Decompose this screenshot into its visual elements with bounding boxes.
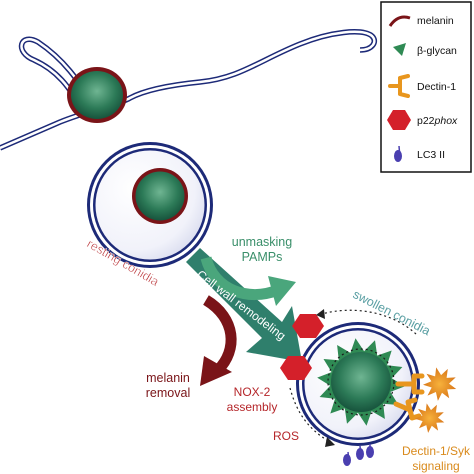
- ros-dotted-arrow: [289, 387, 335, 447]
- legend-melanin-label: melanin: [417, 15, 454, 27]
- nox2-label: NOX-2: [234, 385, 271, 399]
- syk-signaling-burst: [415, 403, 445, 433]
- ros-label: ROS: [273, 429, 299, 443]
- legend-p22phox-italic: phox: [434, 115, 459, 127]
- engulfed-conidium-top: [67, 67, 127, 123]
- lc3-ii-marker: [356, 445, 364, 460]
- dectin-1-receptor-icon: [388, 74, 410, 98]
- lc3-ii-marker: [343, 451, 351, 466]
- dectin-signaling-label: Dectin-1/Syk: [402, 444, 471, 458]
- legend-p22phox-label: p22phox: [417, 115, 458, 127]
- swelling-dotted-arrow: [316, 309, 417, 335]
- syk-burst-shape: [423, 367, 457, 401]
- legend: melanin β-glycan Dectin-1 p22phox LC3 II: [380, 1, 472, 173]
- legend-lc3-ii-label: LC3 II: [417, 149, 445, 161]
- dectin-1-receptor: [393, 397, 422, 421]
- legend-beta-glycan-label: β-glycan: [417, 45, 457, 57]
- p22phox-hexagon: [280, 356, 312, 380]
- resting-conidium: [87, 142, 213, 268]
- beta-glycan-triangle-icon: [393, 43, 406, 56]
- unmasking-label: unmasking: [232, 235, 292, 249]
- lc3-ii-icon: [394, 145, 402, 162]
- lc3-ii-marker: [366, 444, 374, 458]
- syk-burst-shape: [415, 403, 445, 433]
- pamps-label: PAMPs: [242, 250, 283, 264]
- melanin-removal-label: melanin: [146, 371, 190, 385]
- nox2-assembly-label: assembly: [227, 400, 278, 414]
- melanin-arc-icon: [388, 15, 411, 27]
- legend-dectin-1-label: Dectin-1: [417, 81, 456, 93]
- legend-p22phox-prefix: p22: [417, 115, 435, 127]
- dectin-1-receptor: [395, 373, 425, 395]
- dectin-signaling-label-2: signaling: [412, 459, 459, 473]
- melanin-removal-label-2: removal: [146, 386, 190, 400]
- p22phox-hexagon-icon: [387, 110, 411, 130]
- melanin-removal-arrow: [200, 295, 237, 386]
- swollen-conidium-core: [327, 348, 395, 416]
- macrophage-membrane: [0, 29, 378, 151]
- p22phox-hexagon: [292, 314, 324, 338]
- syk-signaling-burst: [423, 367, 457, 401]
- unmasking-arrow: [200, 256, 296, 306]
